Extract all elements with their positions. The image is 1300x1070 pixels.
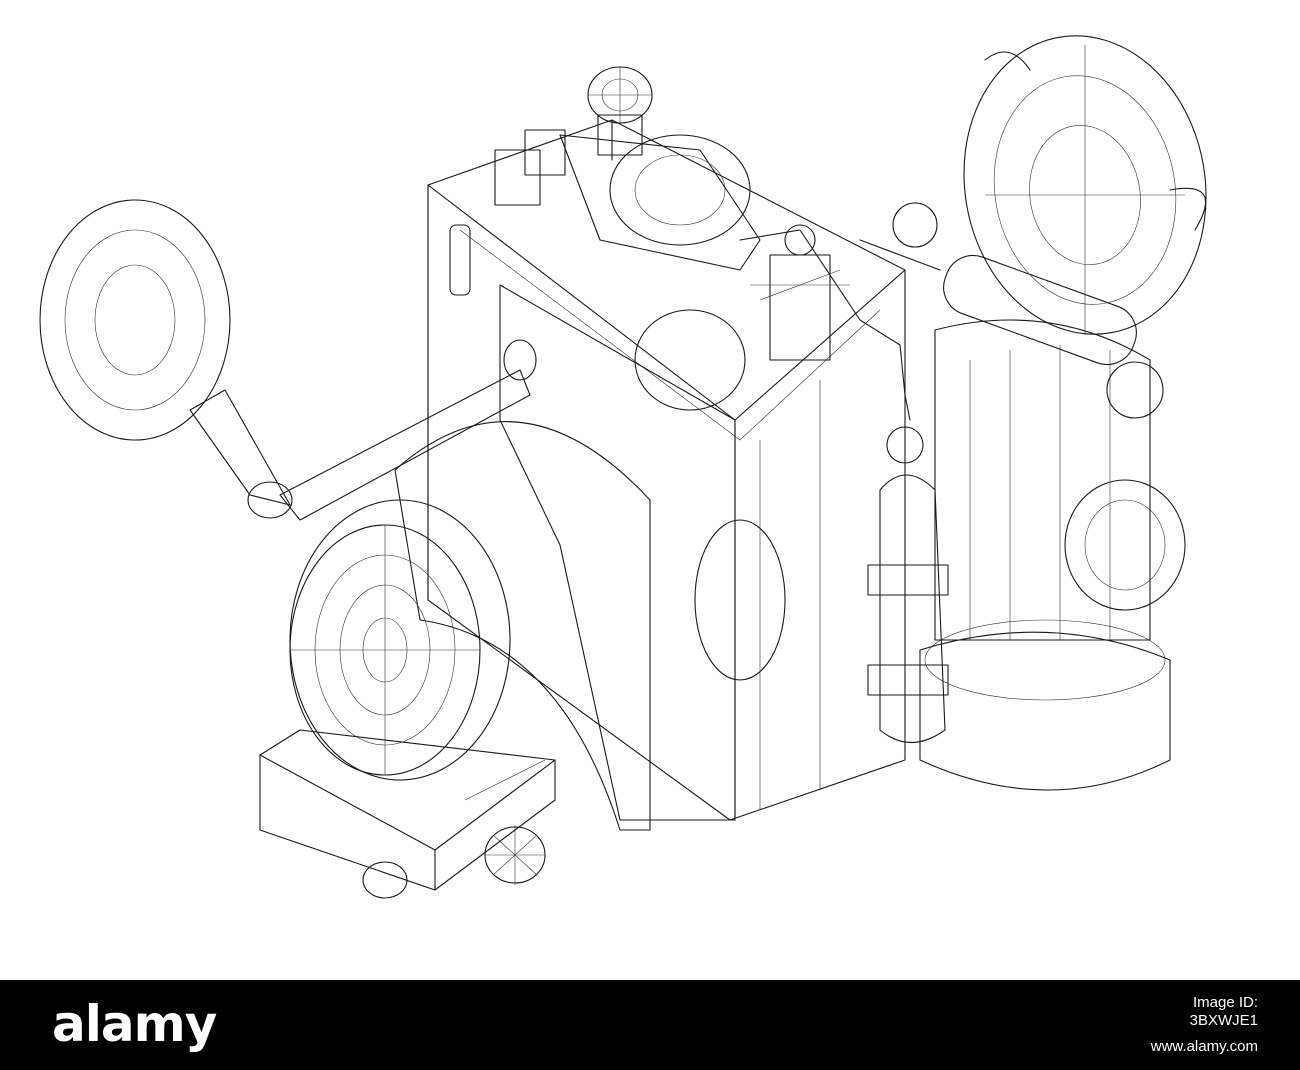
image-id-block: Image ID: 3BXWJE1 (1190, 994, 1258, 1030)
top-gears (494, 129, 761, 271)
reflector-dish (963, 35, 1207, 335)
wireframe-illustration (39, 35, 1207, 899)
base-block (259, 729, 556, 899)
gas-bottle (867, 426, 949, 743)
crank-handle (39, 199, 537, 521)
watermark-footer: alamy Image ID: 3BXWJE1 www.alamy.com (0, 980, 1300, 1070)
top-knob (587, 66, 653, 156)
image-id-value: 3BXWJE1 (1189, 1012, 1258, 1029)
wireframe-camera-drawing (39, 35, 1207, 899)
alamy-logo: alamy (52, 995, 217, 1053)
camera-body (427, 119, 906, 821)
site-url: www.alamy.com (1150, 1038, 1258, 1055)
image-id-label: Image ID: (1192, 994, 1258, 1011)
cylinder-tank (919, 254, 1186, 791)
pipes (739, 202, 941, 421)
lens-assembly (289, 284, 786, 831)
